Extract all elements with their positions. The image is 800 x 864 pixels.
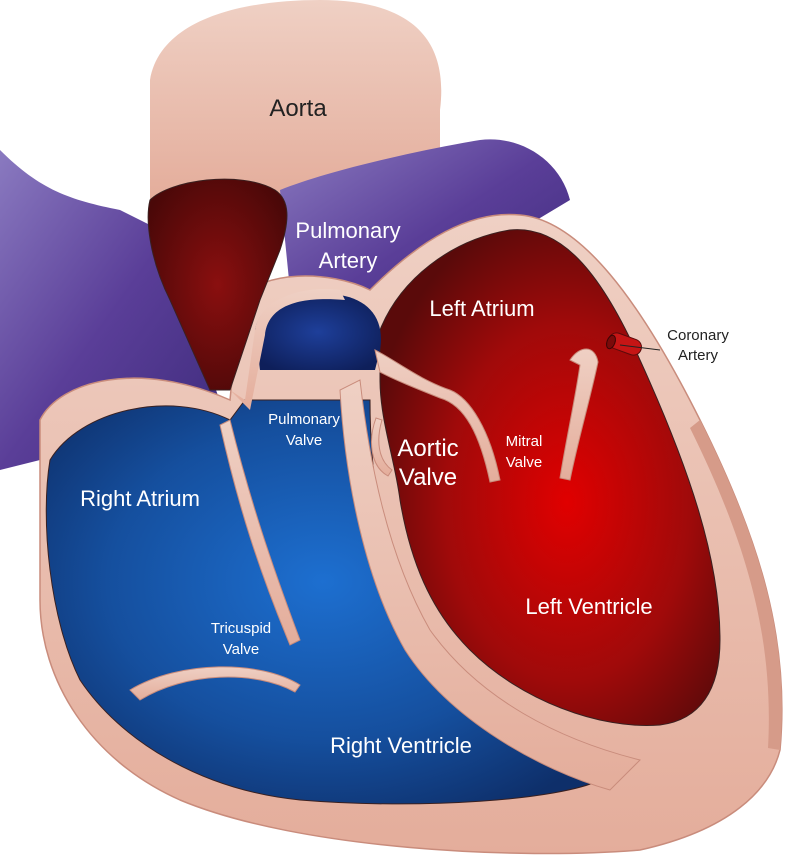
aortic-arch-blood — [147, 178, 288, 391]
label-mitral-valve-line1: Mitral — [506, 433, 543, 450]
label-coronary-artery-line2: Artery — [678, 347, 719, 364]
interventricular-septum — [339, 379, 641, 791]
label-aortic-valve-line2: Valve — [399, 464, 457, 491]
tricuspid-chordae — [219, 419, 301, 646]
heart-wall-edge — [690, 420, 782, 750]
tricuspid-leaflet — [129, 666, 301, 701]
label-coronary-artery-line1: Coronary — [667, 327, 729, 344]
coronary-artery-pointer — [619, 344, 661, 351]
label-pulmonary-artery-line2: Artery — [319, 248, 378, 273]
coronary-artery — [606, 332, 642, 356]
aortic-valve-tissue — [374, 349, 501, 483]
label-aorta: Aorta — [269, 95, 327, 122]
label-right-ventricle: Right Ventricle — [330, 733, 472, 758]
label-tricuspid-valve-line2: Valve — [223, 641, 259, 658]
label-pulmonary-artery-line1: Pulmonary — [295, 218, 400, 243]
aortic-valve-leaflet — [371, 417, 393, 477]
label-pulmonary-valve-line1: Pulmonary — [268, 411, 340, 428]
label-left-atrium: Left Atrium — [429, 296, 534, 321]
label-right-atrium: Right Atrium — [80, 486, 200, 511]
label-mitral-valve-line2: Valve — [506, 454, 542, 471]
label-tricuspid-valve-line1: Tricuspid — [211, 620, 271, 637]
mitral-valve-tissue — [559, 348, 599, 481]
atrial-wall — [230, 289, 345, 410]
label-left-ventricle: Left Ventricle — [525, 594, 652, 619]
aorta — [150, 0, 442, 200]
pulmonary-root-blood — [255, 293, 381, 370]
label-pulmonary-valve-line2: Valve — [286, 432, 322, 449]
label-aortic-valve-line1: Aortic — [397, 435, 458, 462]
